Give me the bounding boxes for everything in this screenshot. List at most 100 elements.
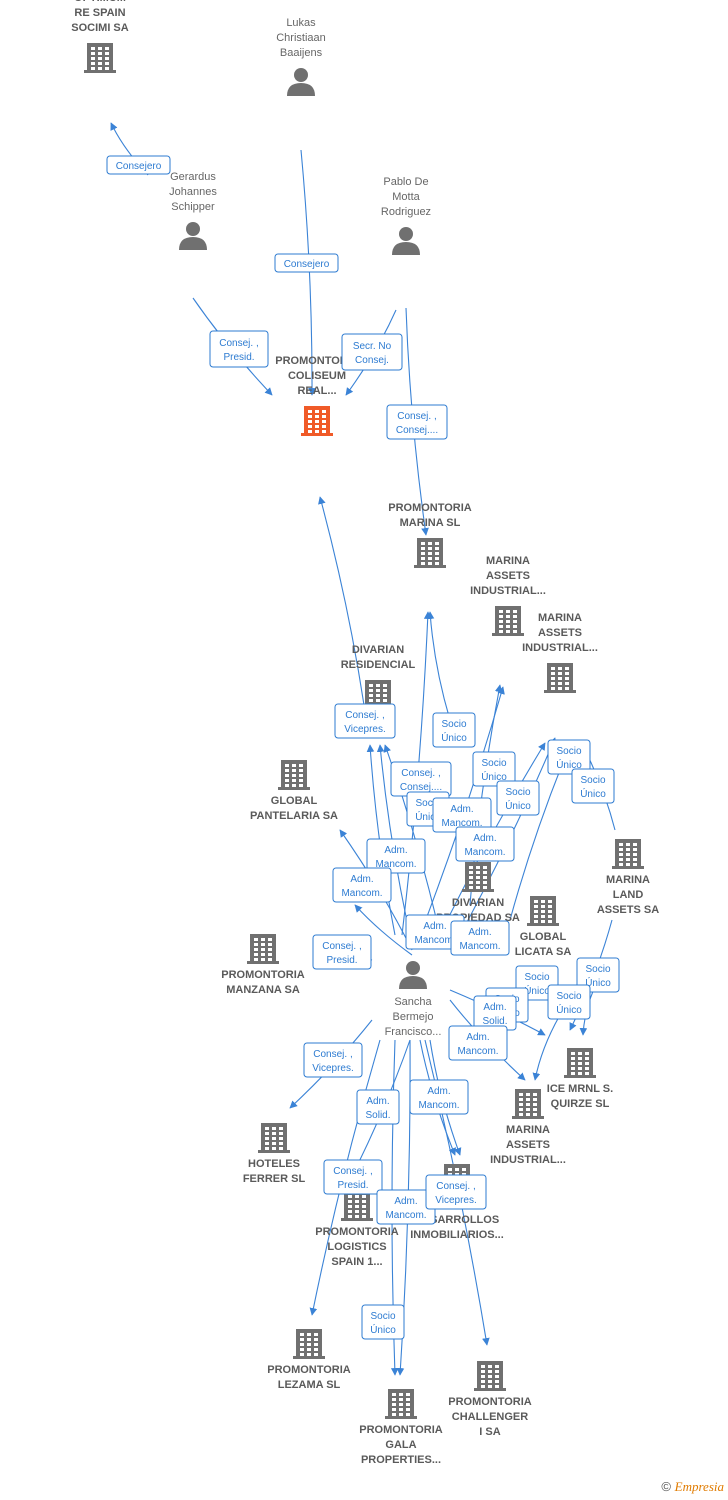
edge-label-e12[interactable]: Consej. ,Consej.... [390,761,452,797]
building-icon [247,934,279,964]
copyright-symbol: © [661,1479,672,1494]
company-node-mai1[interactable]: MARINAASSETSINDUSTRIAL... [470,555,546,636]
node-label-line: FERRER SL [243,1173,306,1185]
edge-label-text: Socio [524,972,549,983]
edge-label-text: Consej. [355,355,389,366]
edge-label-text: Único [556,758,582,771]
edge-label-text: Mancom. [418,1100,459,1111]
edge-label-text: Adm. [473,833,496,844]
node-label-line: HOTELES [248,1158,300,1170]
edge-label-e18[interactable]: Adm.Mancom. [405,914,465,950]
node-label-line: Baaijens [280,47,323,59]
edge-label-text: Único [505,799,531,812]
building-icon [544,663,576,693]
edge-label-text: Vicepres. [344,724,386,735]
edge-label-e28[interactable]: Adm.Solid. [356,1089,400,1125]
edge-label-e6[interactable]: Consej. ,Vicepres. [334,703,396,739]
edge-label-e1[interactable]: Consejero [106,155,171,175]
building-icon [414,538,446,568]
company-node-icemrnl[interactable]: ICE MRNL S.QUIRZE SL [547,1048,613,1110]
building-icon [462,862,494,892]
node-label-line: MARINA [486,555,530,567]
edge-label-e25[interactable]: Adm.Solid. [473,995,517,1031]
node-label-line: MARINA [538,612,582,624]
node-label-line: OPTIMUM [74,0,126,4]
node-label-line: INDUSTRIAL... [522,642,598,654]
edge-label-e5[interactable]: Consej. ,Consej.... [386,404,448,440]
node-label-line: Lukas [286,17,316,29]
node-label-line: INDUSTRIAL... [490,1154,566,1166]
edge-label-text: Adm. [466,1032,489,1043]
company-node-optimum[interactable]: OPTIMUM RE SPAIN SOCIMI SA [71,0,129,73]
edge-label-text: Socio [505,787,530,798]
person-node-sancha[interactable]: SanchaBermejoFrancisco... [385,961,442,1038]
company-node-mai2[interactable]: MARINA ASSETS INDUSTRIAL... [522,612,598,693]
node-label-line: Francisco... [385,1026,442,1038]
person-icon [287,68,315,96]
edge-label-text: Consejero [284,259,330,270]
company-node-coliseum[interactable]: PROMONTORIACOLISEUMREAL... [275,355,359,436]
edge-label-e27[interactable]: Consej. ,Vicepres. [303,1042,363,1078]
building-icon [341,1191,373,1221]
edge-label-text: Consej. , [436,1181,475,1192]
company-node-mai3[interactable]: MARINAASSETSINDUSTRIAL... [490,1089,566,1166]
edge-label-text: Vicepres. [312,1063,354,1074]
building-icon [564,1048,596,1078]
edge-label-e29[interactable]: Adm.Mancom. [409,1079,469,1115]
edge-label-e30[interactable]: Consej. ,Presid. [323,1159,383,1195]
edge-label-e3[interactable]: Consej. ,Presid. [209,330,269,368]
edge-label-e32[interactable]: Consej. ,Vicepres. [425,1174,487,1210]
node-label-line: RE SPAIN [74,7,125,19]
node-label-line: COLISEUM [288,370,346,382]
node-label-line: SOCIMI SA [71,22,129,34]
building-icon [527,896,559,926]
node-label-line: ASSETS [538,627,582,639]
node-label-line: PROMONTORIA [267,1364,351,1376]
edge-label-text: Presid. [326,955,357,966]
edge-label-e17[interactable]: Adm.Mancom. [332,867,392,903]
node-label-line: DESARROLLOS [415,1214,499,1226]
relationship-edge [318,496,365,706]
edge-label-text: Presid. [337,1180,368,1191]
edge-label-e31[interactable]: Adm.Mancom. [376,1189,436,1225]
edge-label-text: Único [524,984,550,997]
edge-label-e19[interactable]: Adm.Mancom. [450,920,510,956]
edge-label-e16[interactable]: Adm.Mancom. [366,838,426,874]
empresia-logo[interactable]: Empresia [674,1479,724,1494]
edge-label-text: Adm. [468,927,491,938]
edge-label-e26[interactable]: Adm.Mancom. [448,1025,508,1061]
edge-label-text: Adm. [350,874,373,885]
edge-label-e2[interactable]: Consejero [274,253,339,273]
edge-label-e15[interactable]: Adm.Mancom. [455,826,515,862]
edge-label-text: Único [370,1323,396,1336]
company-node-gala[interactable]: PROMONTORIAGALAPROPERTIES... [359,1389,443,1466]
node-label-line: LICATA SA [515,946,572,958]
edge-label-e20[interactable]: Consej. ,Presid. [312,934,372,970]
company-node-hoteles[interactable]: HOTELES FERRER SL [243,1123,306,1185]
person-icon [399,961,427,989]
node-label-line: QUIRZE SL [551,1098,610,1110]
relationship-edge [426,611,451,721]
